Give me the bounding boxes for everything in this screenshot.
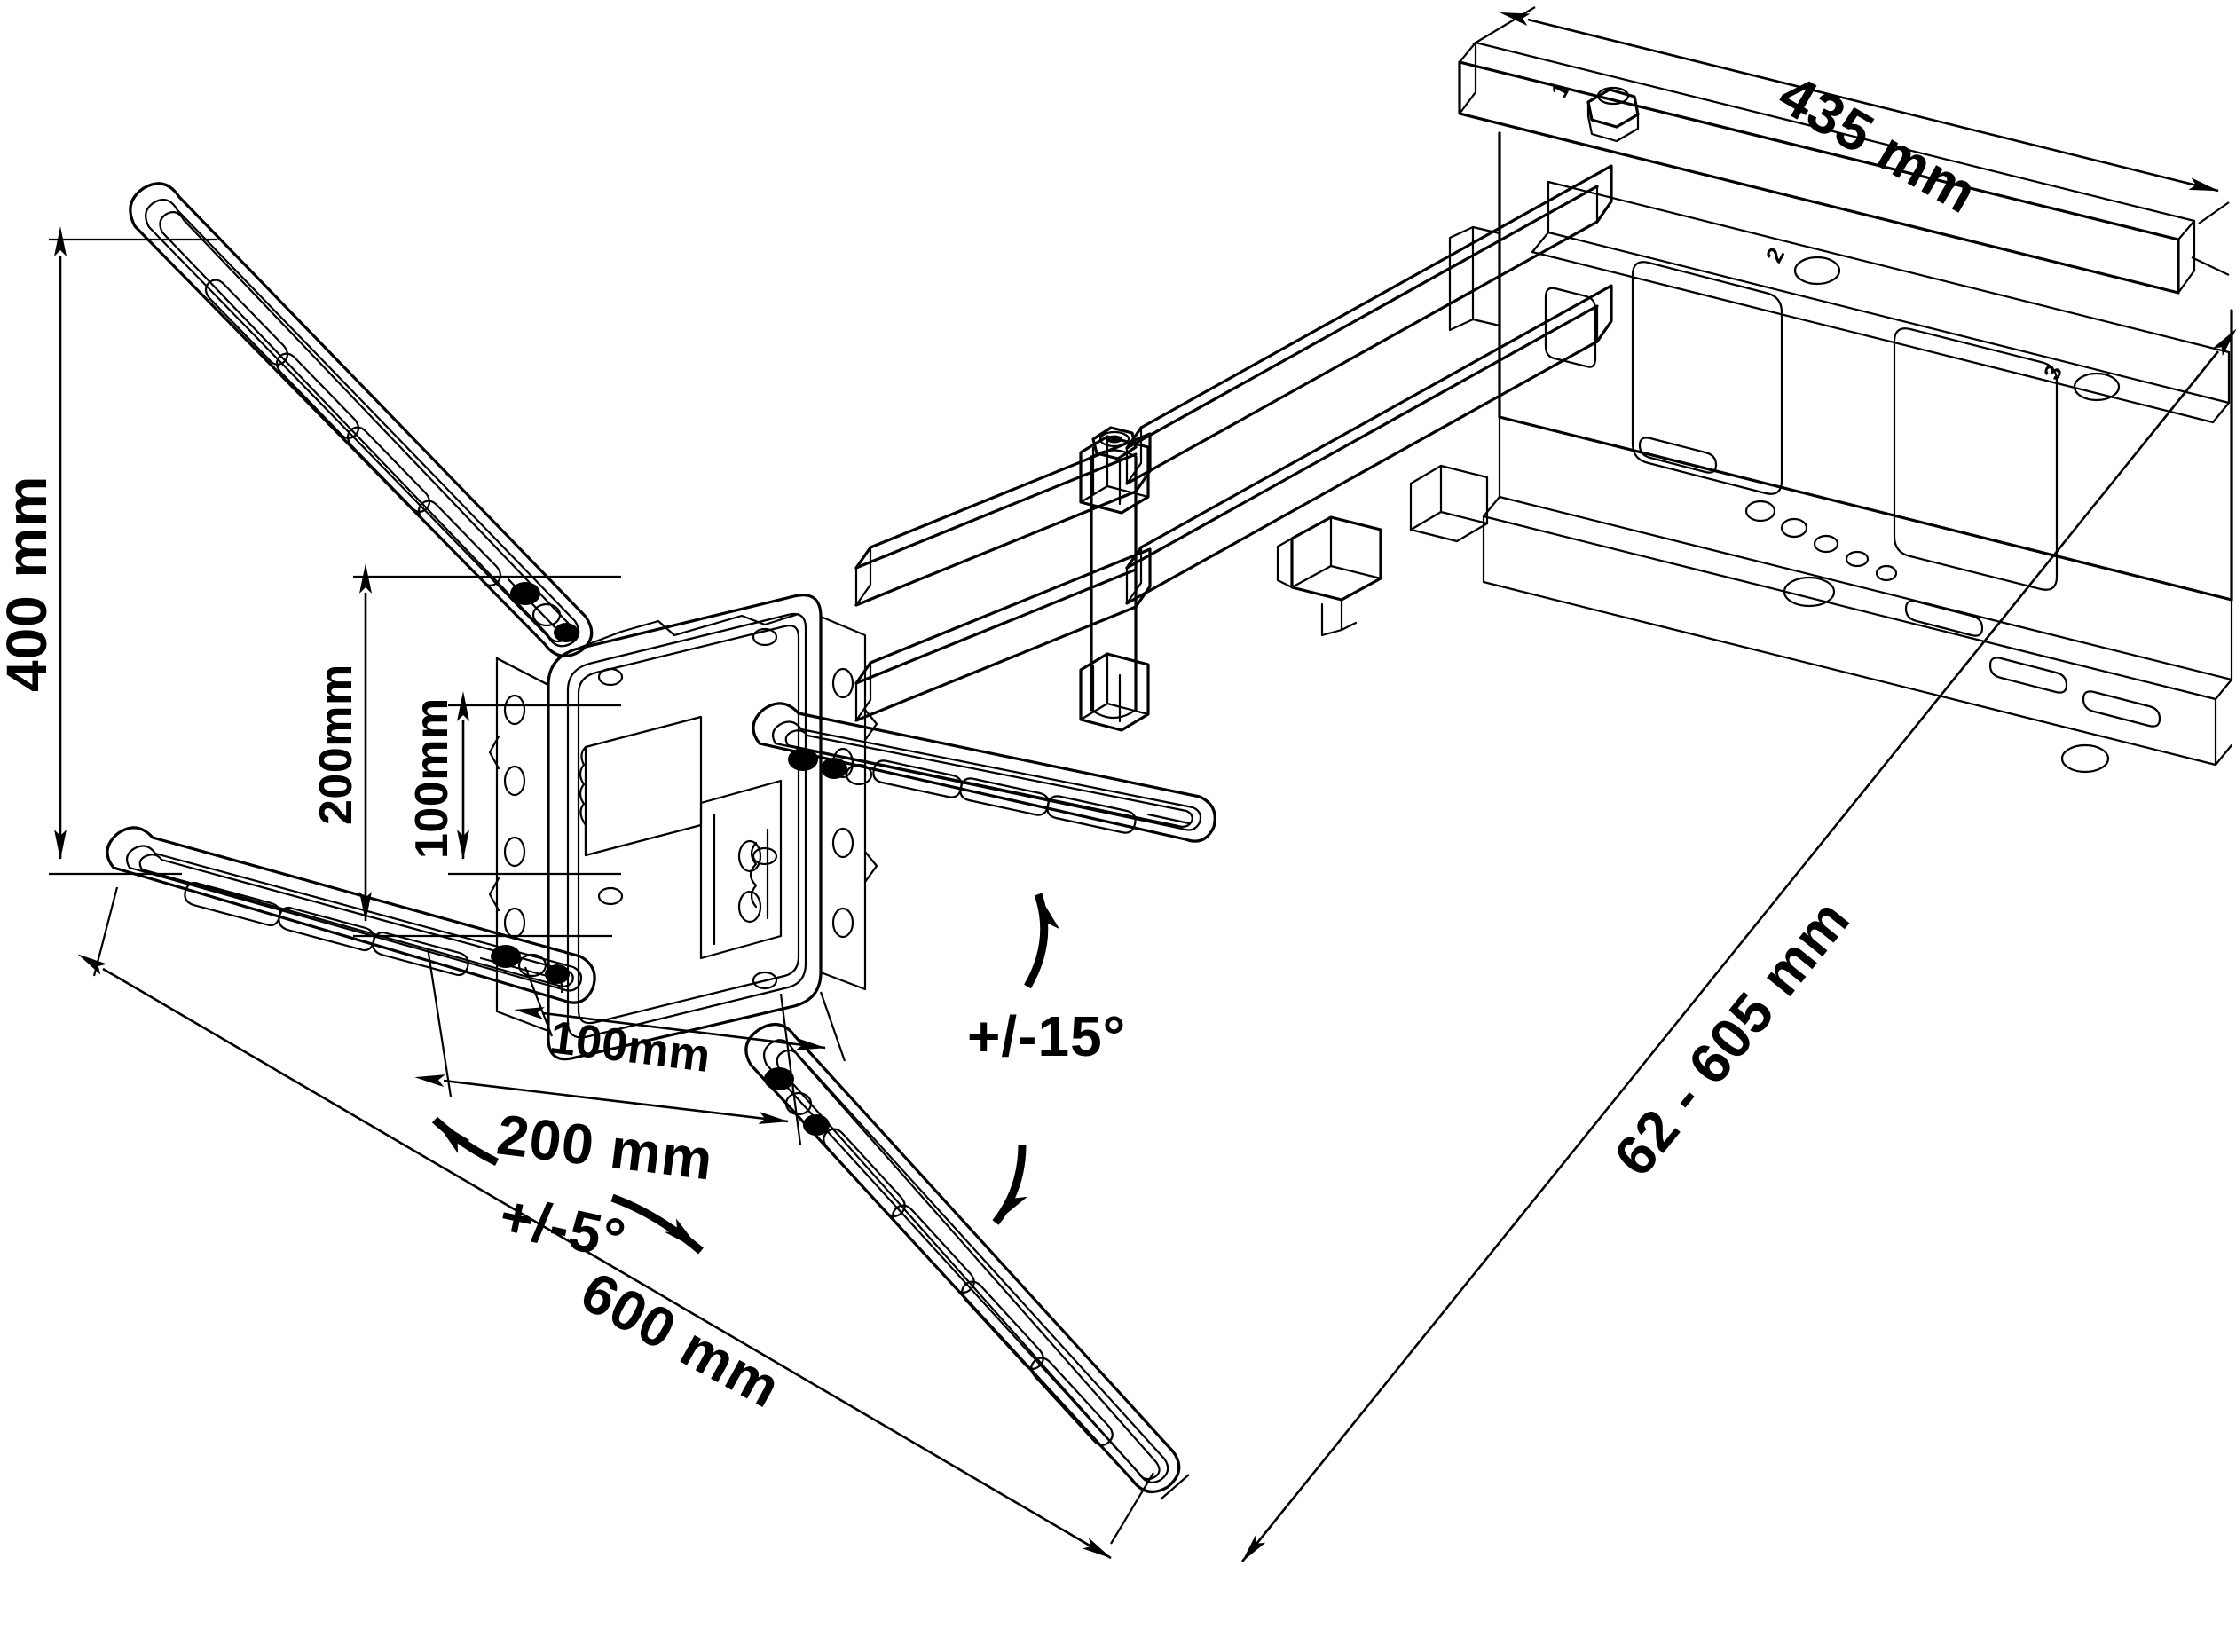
angle-roll-5deg: [431, 1116, 704, 1255]
dimension-label-600mm: 600 mm: [571, 1259, 791, 1420]
wall-plate-tab: [1448, 225, 1501, 332]
angle-label-roll-5deg: +/-5°: [494, 1183, 632, 1271]
dimension-vesa-200mm-vertical: [353, 563, 621, 938]
rail-lower-right: [744, 1022, 1181, 1494]
dimension-435mm: [1472, 6, 2230, 224]
callout-number-1: 1: [1546, 78, 1575, 102]
cable-clip: [1276, 515, 1382, 637]
lower-arm-upper-member: [854, 432, 1152, 607]
dimension-label-400mm: 400 mm: [0, 476, 59, 692]
dimension-label-100mm-vertical: 100mm: [406, 697, 458, 859]
dimension-label-200mm-horizontal: 200 mm: [493, 1102, 716, 1192]
rail-lower-left: [106, 826, 596, 1004]
angle-label-tilt-15deg: +/-15°: [967, 1004, 1126, 1068]
dimension-400mm: [49, 226, 217, 876]
dimension-vesa-100mm-vertical: [448, 691, 621, 876]
dimension-600mm: [77, 886, 1154, 1560]
rail-upper-right: [752, 702, 1216, 843]
vesa-plate: [488, 594, 878, 1061]
dimension-label-62-605mm: 62 - 605 mm: [1602, 887, 1862, 1188]
arm-end-clamp: [1409, 464, 1489, 543]
pivot-joint: [1079, 426, 1150, 732]
dimension-label-435mm: 435 mm: [1768, 62, 1988, 226]
lower-arm-lower-member: [854, 547, 1152, 722]
rail-upper-left: [129, 182, 594, 658]
callout-number-2: 2: [1760, 243, 1790, 267]
dimension-label-100mm-horizontal: 100mm: [547, 1011, 713, 1082]
dimension-62-605mm: [1160, 256, 2236, 1562]
angle-tilt-15deg: [992, 893, 1060, 1225]
dimension-label-200mm-vertical: 200mm: [311, 664, 362, 825]
